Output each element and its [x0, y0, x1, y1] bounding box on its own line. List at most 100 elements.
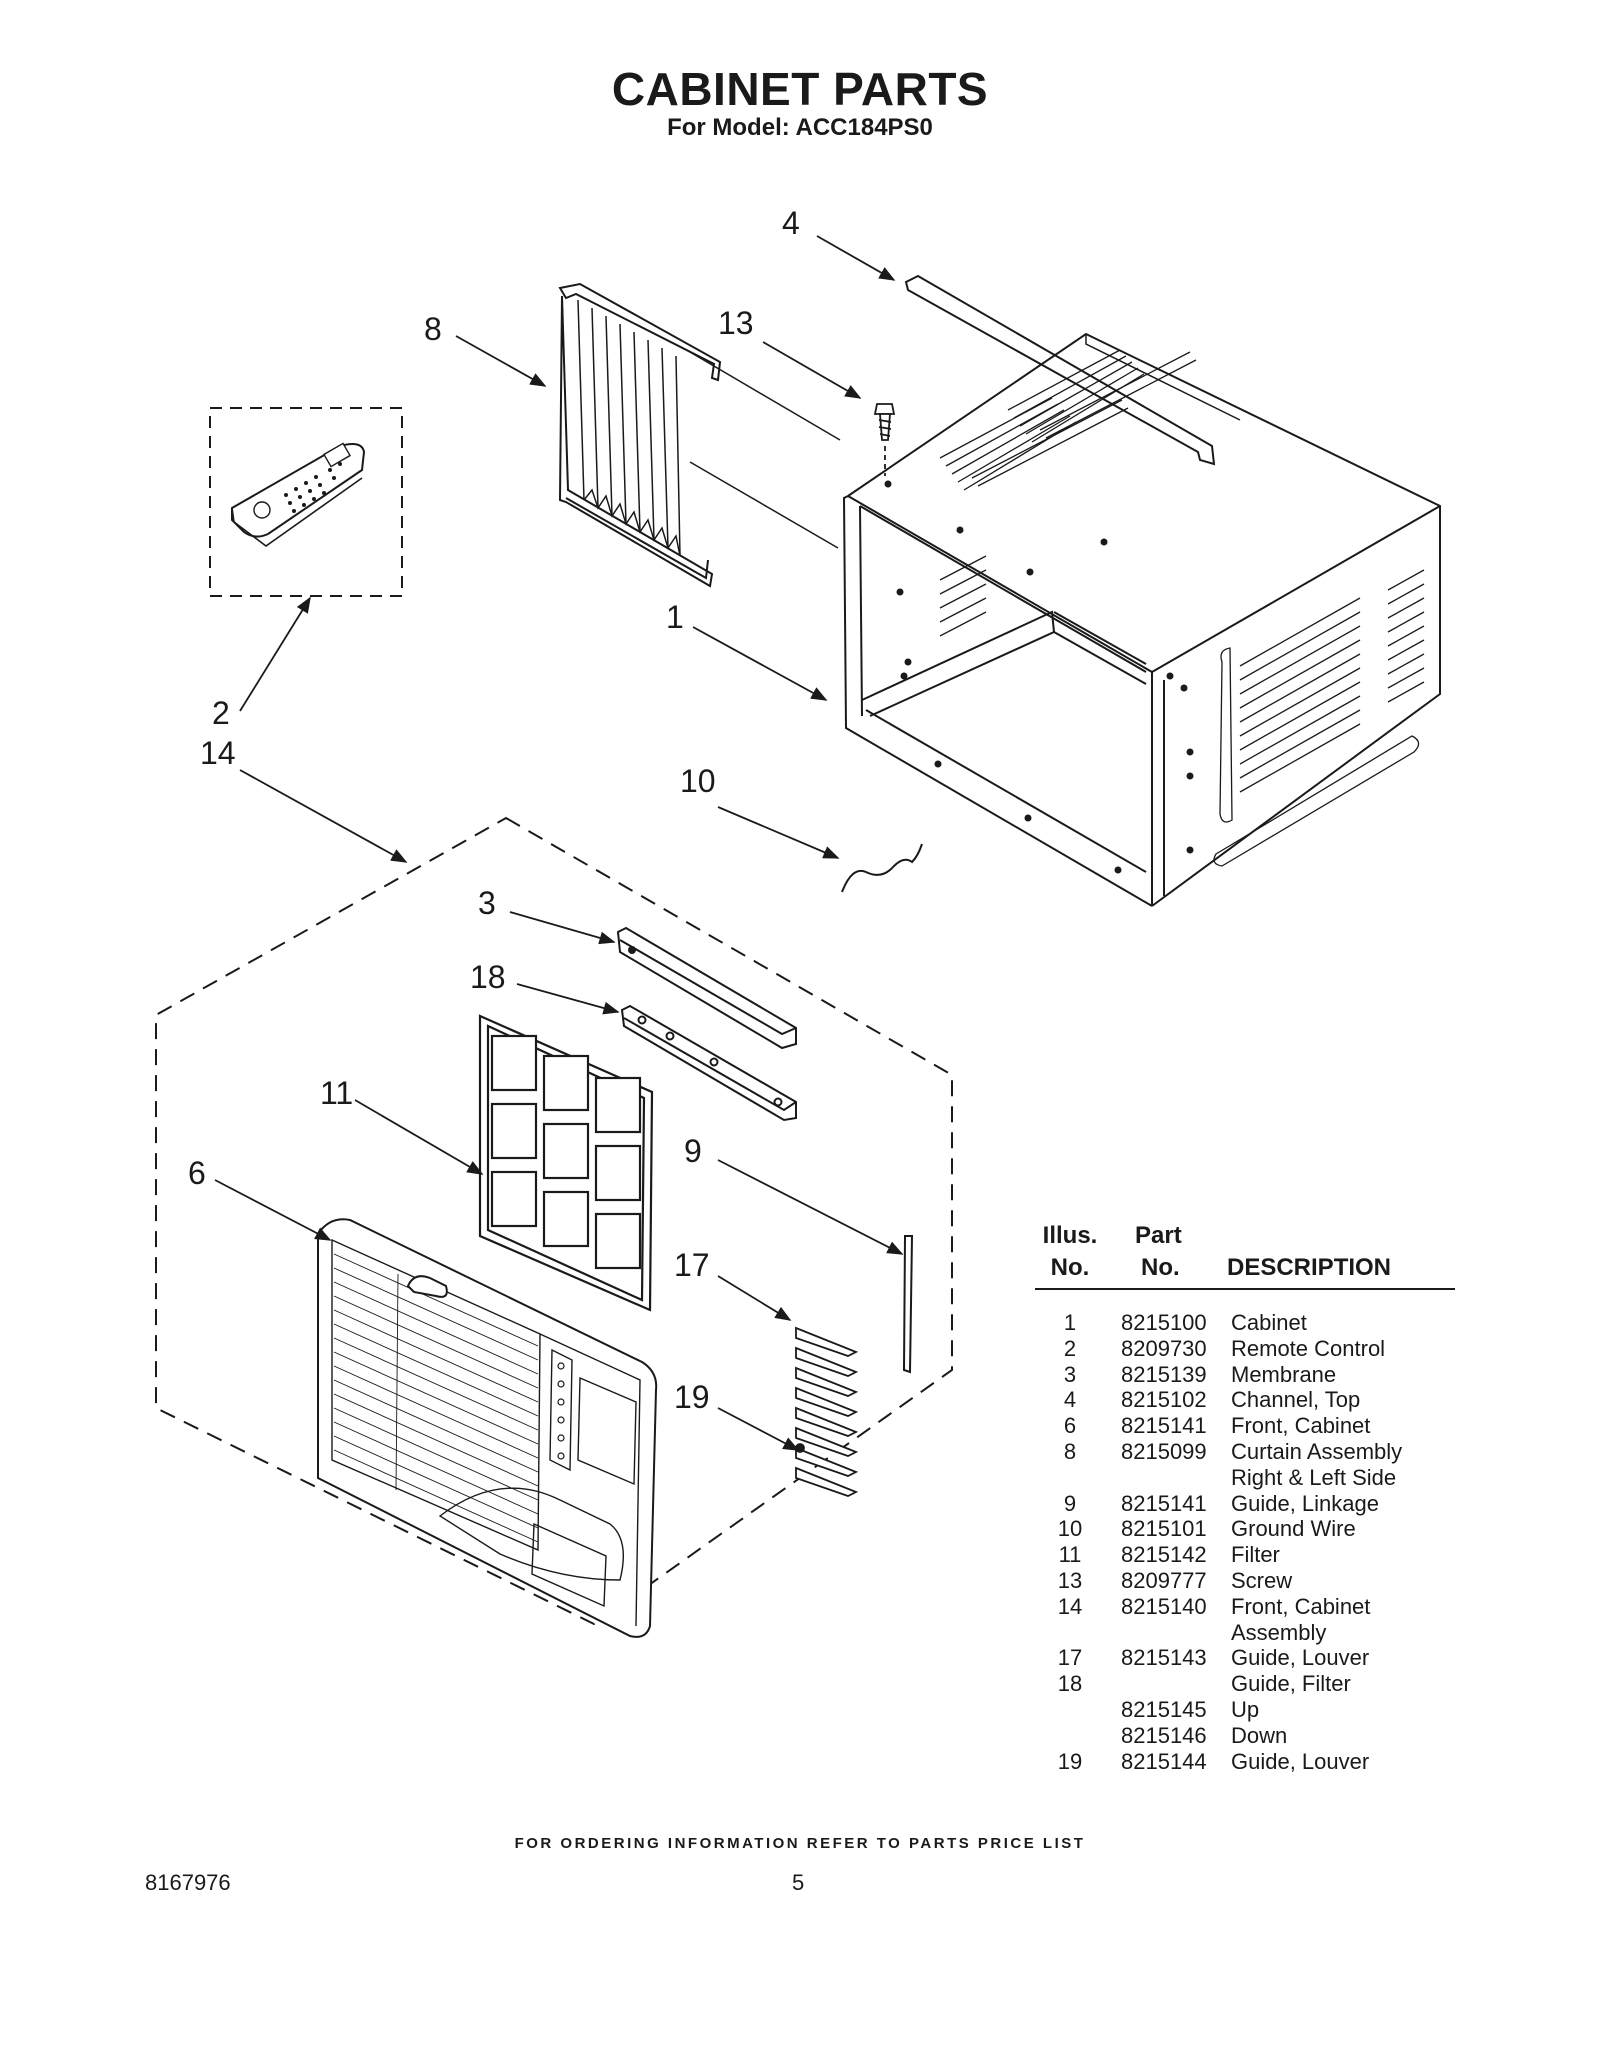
part-no: 8215142: [1121, 1542, 1207, 1568]
description: Curtain Assembly: [1231, 1438, 1403, 1464]
leader-lines: [214, 235, 904, 1451]
table-row: 4 8215102 Channel, Top: [1035, 1387, 1455, 1413]
callout-9: 9: [684, 1133, 702, 1169]
filter-illustration: [478, 1014, 654, 1312]
header-part-line1: Part: [1135, 1222, 1182, 1249]
part-no: 8215144: [1121, 1748, 1207, 1774]
front-cabinet-illustration: [317, 1218, 658, 1638]
description: Ground Wire: [1231, 1516, 1356, 1542]
membrane-illustration: [616, 926, 797, 1050]
illus-no: 1: [1063, 1310, 1077, 1335]
illus-no: 6: [1063, 1413, 1077, 1439]
curtain-assembly-illustration: [558, 282, 841, 588]
document-number: 8167976: [145, 1870, 231, 1895]
table-row: 9 8215141 Guide, Linkage: [1035, 1491, 1455, 1517]
part-no: 8215101: [1121, 1516, 1207, 1542]
header-description: DESCRIPTION: [1227, 1254, 1392, 1281]
table-row: 11 8215142 Filter: [1035, 1542, 1455, 1568]
parts-table-header: Illus. No. Part No. DESCRIPTION: [1035, 1222, 1455, 1290]
illus-no: 19: [1057, 1748, 1083, 1774]
top-channel-illustration: [904, 274, 1216, 466]
model-subtitle: For Model: ACC184PS0: [667, 114, 933, 141]
illus-no: 8: [1063, 1438, 1077, 1464]
callout-8: 8: [424, 311, 442, 347]
description: Screw: [1231, 1567, 1293, 1593]
illus-no: 4: [1063, 1387, 1077, 1413]
table-row: Assembly: [1035, 1620, 1455, 1646]
header-part-line2: No.: [1141, 1254, 1180, 1281]
illus-no: 18: [1057, 1671, 1083, 1697]
description: Right & Left Side: [1231, 1464, 1397, 1490]
illus-no: 17: [1057, 1645, 1083, 1671]
table-row: 14 8215140 Front, Cabinet: [1035, 1594, 1455, 1620]
callout-4: 4: [782, 205, 800, 241]
table-row: Right & Left Side: [1035, 1465, 1455, 1491]
header-illus-line1: Illus.: [1042, 1222, 1098, 1249]
table-row: 18 Guide, Filter: [1035, 1671, 1455, 1697]
header-illus-line2: No.: [1050, 1254, 1090, 1281]
callout-17: 17: [674, 1247, 710, 1283]
remote-control-illustration: [209, 407, 403, 597]
part-no: 8209777: [1121, 1567, 1207, 1593]
callout-10: 10: [680, 763, 716, 799]
parts-list-table: Illus. No. Part No. DESCRIPTION 1 8215100…: [1035, 1222, 1455, 1774]
guide-linkage-illustration: [902, 1235, 914, 1374]
part-no: 8215102: [1121, 1387, 1207, 1413]
description: Guide, Linkage: [1231, 1490, 1379, 1516]
table-row: 13 8209777 Screw: [1035, 1568, 1455, 1594]
part-no: 8215139: [1121, 1361, 1207, 1387]
page-title: CABINET PARTS: [611, 63, 989, 115]
callout-19: 19: [674, 1379, 710, 1415]
table-row: 1 8215100 Cabinet: [1035, 1310, 1455, 1336]
part-no: 8215146: [1121, 1722, 1207, 1748]
parts-table-body: 1 8215100 Cabinet 2 8209730 Remote Control 3…: [1035, 1310, 1455, 1774]
part-no: 8215099: [1121, 1438, 1207, 1464]
description: Cabinet: [1231, 1310, 1307, 1335]
description: Guide, Filter: [1231, 1671, 1351, 1697]
illus-no: 10: [1057, 1516, 1083, 1542]
description: Down: [1231, 1722, 1288, 1748]
callout-18: 18: [470, 959, 506, 995]
callout-11: 11: [320, 1075, 353, 1111]
cabinet-illustration: [842, 332, 1441, 907]
part-no: 8209730: [1121, 1335, 1207, 1361]
part-no: 8215100: [1121, 1310, 1207, 1335]
description: Remote Control: [1231, 1335, 1386, 1361]
callout-13: 13: [718, 305, 754, 341]
page-number: 5: [792, 1870, 805, 1895]
part-no: 8215140: [1121, 1593, 1207, 1619]
description: Filter: [1231, 1542, 1280, 1568]
illus-no: 3: [1063, 1361, 1077, 1387]
ordering-note: FOR ORDERING INFORMATION REFER TO PARTS …: [514, 1835, 1086, 1852]
part-no: 8215145: [1121, 1696, 1207, 1722]
description: Front, Cabinet: [1231, 1413, 1371, 1439]
callout-2: 2: [212, 695, 230, 731]
illus-no: 13: [1057, 1567, 1083, 1593]
table-row: 8215146 Down: [1035, 1723, 1455, 1749]
guide-filter-illustration: [620, 1004, 797, 1122]
callout-6: 6: [188, 1155, 206, 1191]
table-row: 3 8215139 Membrane: [1035, 1362, 1455, 1388]
illus-no: 14: [1057, 1593, 1083, 1619]
table-row: 6 8215141 Front, Cabinet: [1035, 1413, 1455, 1439]
description: Front, Cabinet: [1231, 1593, 1371, 1619]
front-assembly-outline: [155, 816, 953, 1626]
description: Membrane: [1231, 1361, 1337, 1387]
illus-no: 2: [1063, 1335, 1077, 1361]
ground-wire-illustration: [841, 843, 923, 893]
part-no: 8215141: [1121, 1490, 1207, 1516]
louver-guides-illustration: [795, 1326, 859, 1497]
callout-1: 1: [666, 599, 684, 635]
part-no: 8215143: [1121, 1645, 1207, 1671]
description: Channel, Top: [1231, 1387, 1361, 1413]
description: Assembly: [1231, 1619, 1327, 1645]
callout-3: 3: [478, 885, 496, 921]
table-row: 2 8209730 Remote Control: [1035, 1336, 1455, 1362]
part-no: 8215141: [1121, 1413, 1207, 1439]
illus-no: 11: [1058, 1542, 1082, 1568]
table-row: 10 8215101 Ground Wire: [1035, 1516, 1455, 1542]
illus-no: 9: [1063, 1490, 1077, 1516]
